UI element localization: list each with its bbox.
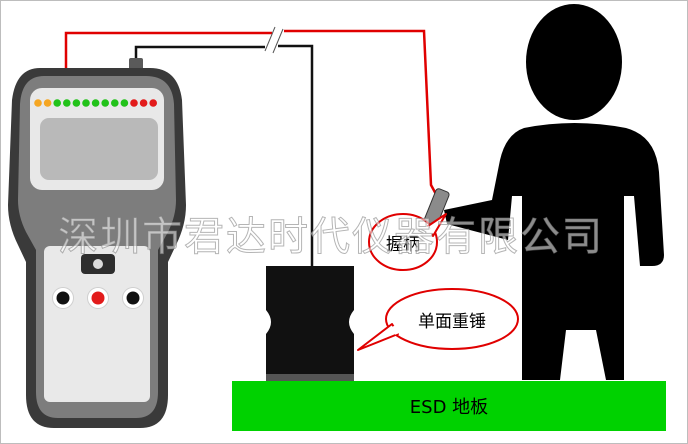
black-wire — [134, 44, 314, 266]
led-green-icon — [111, 99, 119, 107]
hammer-label: 单面重锤 — [418, 311, 486, 332]
power-button-dot-icon — [93, 259, 103, 269]
jack-black-icon[interactable] — [56, 291, 70, 305]
hammer-bubble-tail-join — [392, 325, 399, 335]
meter-lcd-screen — [40, 118, 158, 180]
led-red-icon — [139, 99, 148, 107]
handle-bubble-tail-join — [425, 225, 434, 236]
led-red-icon — [130, 99, 138, 107]
person-body — [444, 123, 664, 380]
led-green-icon — [82, 99, 90, 107]
led-green-icon — [91, 99, 100, 107]
esd-floor-label: ESD 地板 — [409, 397, 489, 418]
resistance-meter — [8, 68, 186, 428]
wire-break-gap — [265, 25, 281, 55]
led-green-icon — [120, 99, 129, 107]
led-green-icon — [53, 99, 61, 107]
jack-black-icon[interactable] — [126, 291, 140, 305]
red-wire — [64, 29, 439, 197]
led-orange-icon — [43, 99, 52, 107]
led-red-icon — [149, 99, 157, 107]
led-green-icon — [101, 99, 109, 107]
meter-control-panel — [44, 246, 150, 402]
led-green-icon — [72, 99, 81, 107]
led-indicator-row — [34, 99, 157, 107]
hammer-body — [266, 266, 354, 379]
hammer-base — [266, 374, 354, 381]
wire-break-mark-right — [272, 28, 284, 54]
person-silhouette — [444, 4, 664, 380]
led-green-icon — [63, 99, 71, 107]
handle-bubble — [368, 213, 438, 271]
led-orange-icon — [34, 99, 42, 107]
jack-red-icon[interactable] — [91, 291, 105, 305]
esd-floor — [232, 381, 666, 431]
wire-break-mark-left — [264, 26, 276, 52]
single-side-hammer — [266, 266, 354, 381]
handle-label: 握柄 — [386, 234, 420, 255]
person-head — [526, 4, 622, 120]
hammer-bubble — [385, 288, 519, 350]
test-jacks — [52, 287, 144, 309]
